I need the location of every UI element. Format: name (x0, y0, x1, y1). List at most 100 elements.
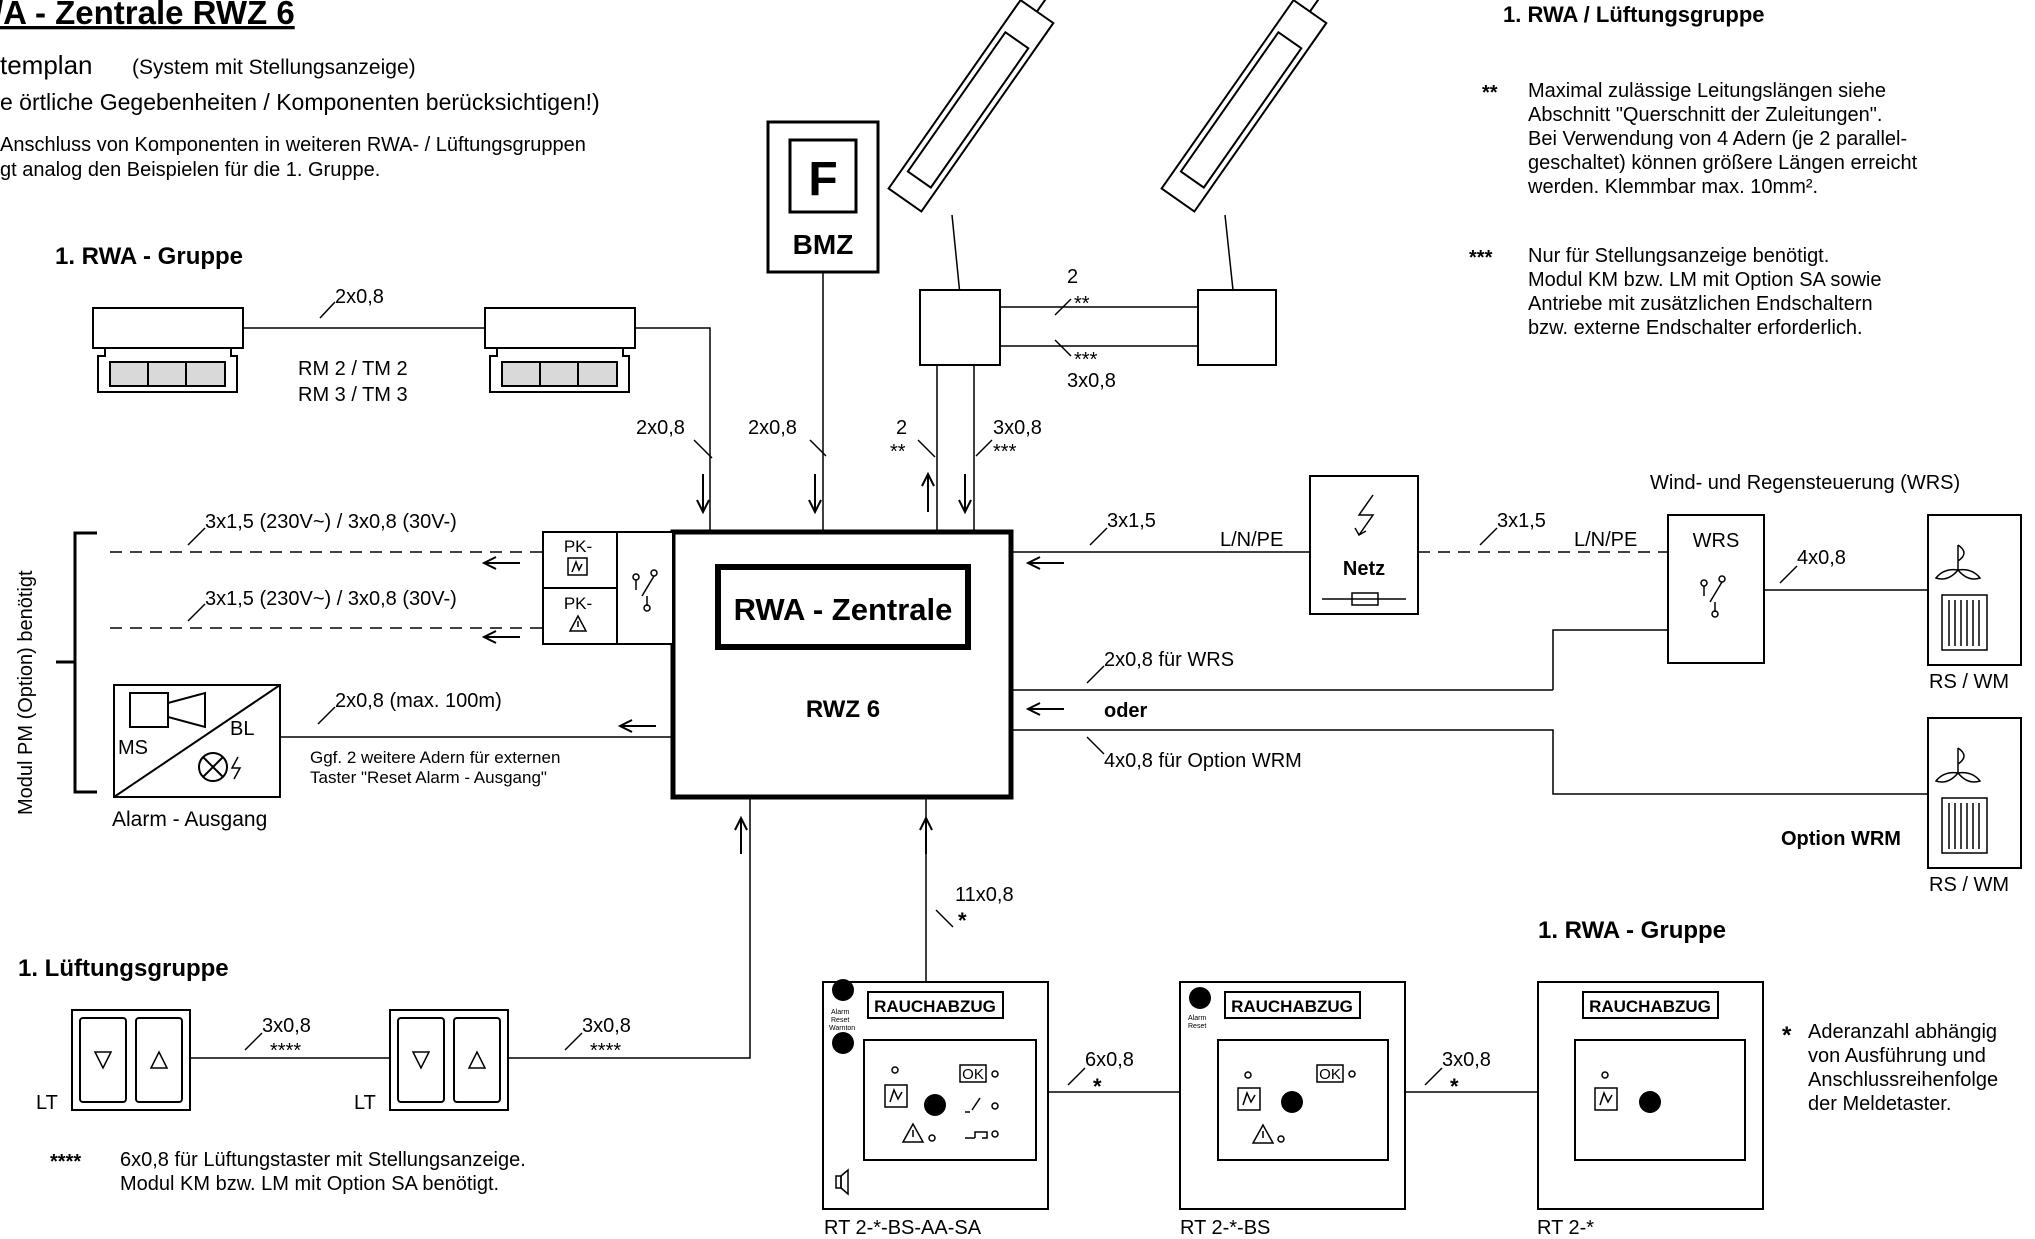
arrow-pk-out-2 (481, 630, 520, 644)
cable-label-bmz: 2x0,8 (748, 417, 797, 439)
note-3-line: Nur für Stellungsanzeige benötigt. (1528, 245, 1829, 267)
cable-label-act-3: 3x0,8 (993, 417, 1042, 439)
note-2: Maximal zulässige Leitungslängen siehe A… (1527, 80, 1918, 198)
note-4-line: 6x0,8 für Lüftungstaster mit Stellungsan… (120, 1149, 526, 1171)
cable-label-panels: 11x0,8 (955, 884, 1014, 906)
vent-group-heading: 1. Lüftungsgruppe (18, 955, 229, 982)
up-arrow-icon (149, 1050, 169, 1069)
central-unit-label: RWA - Zentrale (734, 592, 953, 627)
rain-sensor-icon (1941, 797, 1988, 854)
panel-rauchabzug-label: RAUCHABZUG (1589, 997, 1711, 1016)
panel-rt: RAUCHABZUG (1537, 981, 1764, 1210)
smoke-detector-1 (92, 307, 244, 393)
arrow-pk-out-1 (481, 556, 520, 570)
cable-mark-panels: * (958, 908, 967, 933)
weather-sensor-1 (1927, 514, 2022, 666)
note-2-line: Bei Verwendung von 4 Adern (je 2 paralle… (1528, 128, 1907, 150)
panel-alarm-label: Alarm (831, 1009, 849, 1016)
wrs-title: Wind- und Regensteuerung (WRS) (1650, 472, 1960, 494)
cable-label-wrm-line: 4x0,8 für Option WRM (1104, 750, 1302, 772)
warning-triangle-icon (1251, 1123, 1285, 1144)
lamp-icon (198, 752, 228, 782)
cable-label-between-2: 2 (1067, 266, 1078, 288)
panel-reset-label: Reset (831, 1017, 849, 1024)
panel-reset-label: Reset (1188, 1023, 1206, 1030)
smoke-vent-symbol-icon (884, 1066, 908, 1108)
warning-triangle-icon (901, 1122, 936, 1143)
smoke-detector-2 (484, 307, 636, 393)
note-2-mark: ** (1482, 82, 1498, 104)
panel-name-1: RT 2-*-BS-AA-SA (824, 1217, 982, 1239)
cable-label-230-2: 3x1,5 (230V~) / 3x0,8 (30V-) (205, 588, 457, 610)
central-unit: RWA - Zentrale RWZ 6 (670, 529, 1014, 800)
smoke-vent-symbol-icon (567, 557, 588, 576)
header-line-4: gt analog den Beispielen für die 1. Grup… (0, 159, 380, 181)
note-4-line: Modul KM bzw. LM mit Option SA benötigt. (120, 1173, 499, 1195)
cable-label-p23: 3x0,8 (1442, 1049, 1491, 1071)
up-arrow-icon (467, 1050, 487, 1069)
panel-name-2: RT 2-*-BS (1180, 1217, 1270, 1239)
cable-label-alarm: 2x0,8 (max. 100m) (335, 690, 502, 712)
arrow-alarm-out (617, 719, 656, 733)
bmz-label: BMZ (793, 229, 854, 260)
cable-label-sensor-link: 2x0,8 (335, 286, 384, 308)
alarm-output-device: MS BL (113, 684, 281, 798)
lnpe-label-1: L/N/PE (1220, 529, 1283, 551)
actuator-junction-box-1 (919, 289, 1001, 366)
cable-mark-lt2: **** (590, 1040, 621, 1062)
rs-wm-label-1: RS / WM (1929, 671, 2009, 693)
netz-power-supply: Netz (1309, 475, 1419, 615)
alarm-ms-label: MS (118, 737, 148, 759)
cable-mark-p12: * (1093, 1074, 1102, 1099)
cable-label-netz-2: 3x1,5 (1497, 510, 1546, 532)
arrow-vent-in (734, 815, 748, 854)
panel-alarm-label: Alarm (1188, 1015, 1206, 1022)
cable-label-230-1: 3x1,5 (230V~) / 3x0,8 (30V-) (205, 511, 457, 533)
alarm-output-label: Alarm - Ausgang (112, 808, 267, 831)
arrow-sensor-in (696, 474, 710, 515)
netz-label: Netz (1343, 558, 1385, 580)
note-2-line: werden. Klemmbar max. 10mm². (1527, 176, 1818, 198)
pk-label-2: PK- (564, 594, 592, 613)
note-4-mark: **** (50, 1151, 81, 1173)
cable-label-between-3: 3x0,8 (1067, 370, 1116, 392)
warnton-reset-button (832, 1032, 854, 1054)
wrs-label: WRS (1693, 530, 1740, 552)
arrow-wrs-in (1025, 702, 1064, 716)
oder-label: oder (1104, 700, 1148, 722)
actuator-junction-box-2 (1197, 289, 1277, 366)
vent-switch-2 (389, 1009, 509, 1111)
subtitle-main: templan (0, 50, 93, 80)
wrs-switch-icon (1700, 575, 1726, 618)
panel-warnton-label: Warnton (829, 1025, 855, 1032)
cable-mark-between-2: ** (1074, 293, 1090, 315)
alarm-bl-label: BL (230, 718, 254, 740)
note-3-line: bzw. externe Endschalter erforderlich. (1528, 317, 1863, 339)
note-1-mark: * (1782, 1022, 1792, 1049)
down-arrow-icon (411, 1051, 431, 1070)
alarm-note-line-2: Taster "Reset Alarm - Ausgang" (310, 768, 547, 787)
cable-mark-lt1: **** (270, 1040, 301, 1062)
wrs-controller: WRS (1667, 514, 1765, 664)
alarm-reset-button (1189, 987, 1211, 1009)
panel-trigger-button (1281, 1091, 1303, 1113)
note-2-line: geschaltet) können größere Längen erreic… (1528, 152, 1918, 174)
panel-rauchabzug-label: RAUCHABZUG (1231, 997, 1353, 1016)
cable-label-p12: 6x0,8 (1085, 1049, 1134, 1071)
header-line-3: Anschluss von Komponenten in weiteren RW… (0, 134, 586, 156)
note-1-line: Aderanzahl abhängig (1808, 1021, 1997, 1043)
cable-mark-act-3: *** (993, 441, 1017, 463)
lnpe-label-2: L/N/PE (1574, 529, 1637, 551)
rwa-vent-group-heading: 1. RWA / Lüftungsgruppe (1503, 2, 1765, 27)
power-flash-icon (1357, 494, 1375, 536)
down-arrow-icon (93, 1051, 113, 1070)
panel-trigger-button (1639, 1091, 1661, 1113)
fuse-icon (1322, 592, 1406, 606)
sensor-type-label-2: RM 3 / TM 3 (298, 384, 408, 406)
cable-label-wrs: 4x0,8 (1797, 547, 1846, 569)
actuator-1 (887, 0, 1069, 296)
option-wrm-label: Option WRM (1781, 828, 1901, 850)
arrow-actuator-out (921, 471, 935, 512)
